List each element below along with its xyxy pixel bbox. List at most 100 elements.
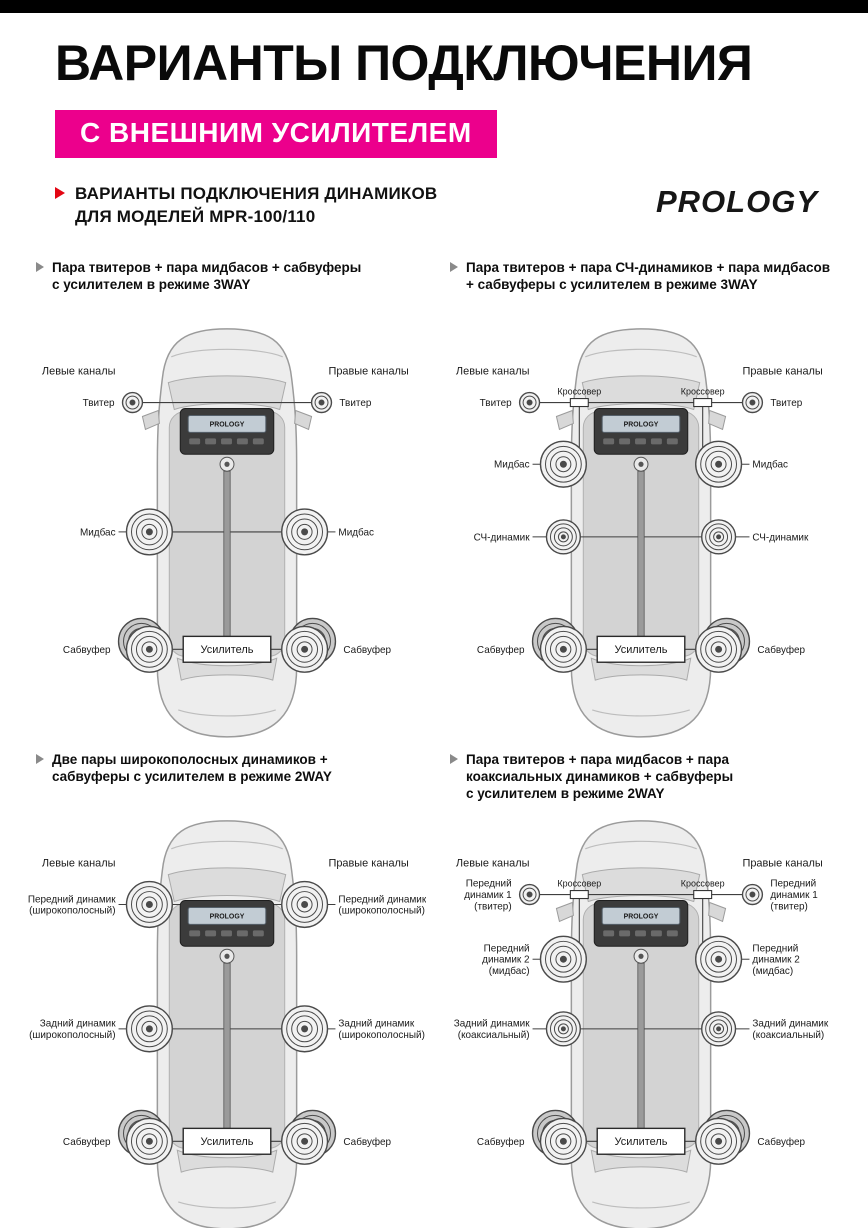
speaker-label: Твитер [480,398,512,409]
channels-header-right: Правые каналы [328,366,408,378]
speaker-ring [145,900,153,908]
speaker-ring [291,890,319,918]
speaker-ring [141,524,158,540]
speaker-ring [141,1133,158,1150]
speaker-ring [555,951,572,968]
rear-window [590,657,692,681]
speaker-ring [715,645,723,653]
head-unit-button [666,438,678,445]
amplifier-box [182,1127,272,1155]
speaker-ring [130,885,168,923]
speaker-label: Сабвуфер [757,1137,805,1148]
speaker-label: СЧ-динамик [752,532,809,543]
speaker-ring [715,1137,723,1145]
speaker-ring [700,1122,738,1160]
diagram-quadrant-1: Пара твитеров + пара мидбасов + сабвуфер… [28,259,426,749]
right-mirror [708,409,727,431]
left-mirror [555,901,574,922]
speaker-icon [545,1011,582,1047]
section-heading-line-1: ВАРИАНТЫ ПОДКЛЮЧЕНИЯ ДИНАМИКОВ [75,183,438,203]
speaker-ring [745,395,760,410]
head-unit-button [603,438,615,445]
right-mirror [708,901,727,922]
speaker-ring [145,1137,153,1145]
speaker-ring [141,896,158,913]
speaker-label: Сабвуфер [343,1137,391,1148]
head-unit-button [619,930,631,937]
speaker-ring [301,645,309,653]
label-lines [118,903,336,1030]
hood-line [171,840,283,850]
speaker-ring [705,450,733,478]
main-wire [637,962,645,1129]
trunk-line [178,1201,276,1209]
speaker-ring [705,1127,733,1155]
amplifier-box [182,635,272,664]
speaker-icon [281,880,329,928]
head-unit-button [635,930,646,937]
speaker-ring [544,940,582,978]
speaker-ring [549,1015,577,1043]
speaker-ring [549,523,577,551]
channels-header-right: Правые каналы [742,857,822,869]
speaker-label: Сабвуфер [63,645,111,656]
speaker-label: Задний динамик(широкополосный) [29,1019,116,1041]
speaker-icon [531,617,587,673]
speaker-icon [281,1109,337,1165]
head-unit-button [650,930,662,937]
speaker-icon [539,440,587,488]
head-unit-button [189,930,201,937]
speaker-label: Задний динамик(коаксиальный) [752,1019,828,1041]
subtitle-banner: С ВНЕШНИМ УСИЛИТЕЛЕМ [55,109,497,158]
windshield [581,867,701,903]
speaker-ring [549,945,577,973]
section-heading: ВАРИАНТЫ ПОДКЛЮЧЕНИЯ ДИНАМИКОВ ДЛЯ МОДЕЛ… [55,182,437,230]
amplifier-label: Усилитель [201,1136,254,1148]
trunk-line [178,709,276,717]
diagram-caption: Пара твитеров + пара мидбасов + сабвуфер… [28,259,426,313]
speaker-label: Твитер [83,398,115,409]
speaker-icon [310,391,333,414]
speaker-ring [145,528,153,536]
speaker-ring [130,1122,168,1160]
windshield [167,375,287,411]
speaker-icon [695,935,743,983]
speaker-ring [555,641,572,658]
speaker-ring [700,630,738,668]
right-mirror [294,409,313,431]
speaker-icon [695,440,743,488]
speaker-ring [301,900,309,908]
speaker-label: Задний динамик(коаксиальный) [454,1019,530,1041]
rear-window [590,1149,692,1173]
channels-header-left: Левые каналы [42,857,116,869]
speaker-ring [705,1015,733,1043]
crossover-label: Кроссовер [557,879,601,889]
speaker-ring [559,645,567,653]
crossover-label: Кроссовер [681,879,725,889]
brand-logo: PROLOGY [655,183,818,219]
head-unit-button [205,438,217,445]
head-unit-brand: PROLOGY [210,913,245,920]
speaker-icon [125,880,173,928]
channels-header-right: Правые каналы [742,366,822,378]
amplifier-box [596,635,686,664]
speaker-label: Твитер [770,398,802,409]
speaker-ring [296,1020,313,1037]
label-lines [532,463,750,538]
top-bar [0,0,868,13]
head-unit: PROLOGY [179,408,275,472]
crossover-box [693,889,713,899]
speaker-label: Сабвуфер [343,645,391,656]
speaker-ring [522,887,537,902]
speaker-icon [518,883,541,906]
speaker-ring [716,1026,722,1032]
speaker-ring [291,1127,319,1155]
speaker-ring [129,399,136,406]
speaker-ring [560,1026,566,1032]
speaker-ring [700,940,738,978]
